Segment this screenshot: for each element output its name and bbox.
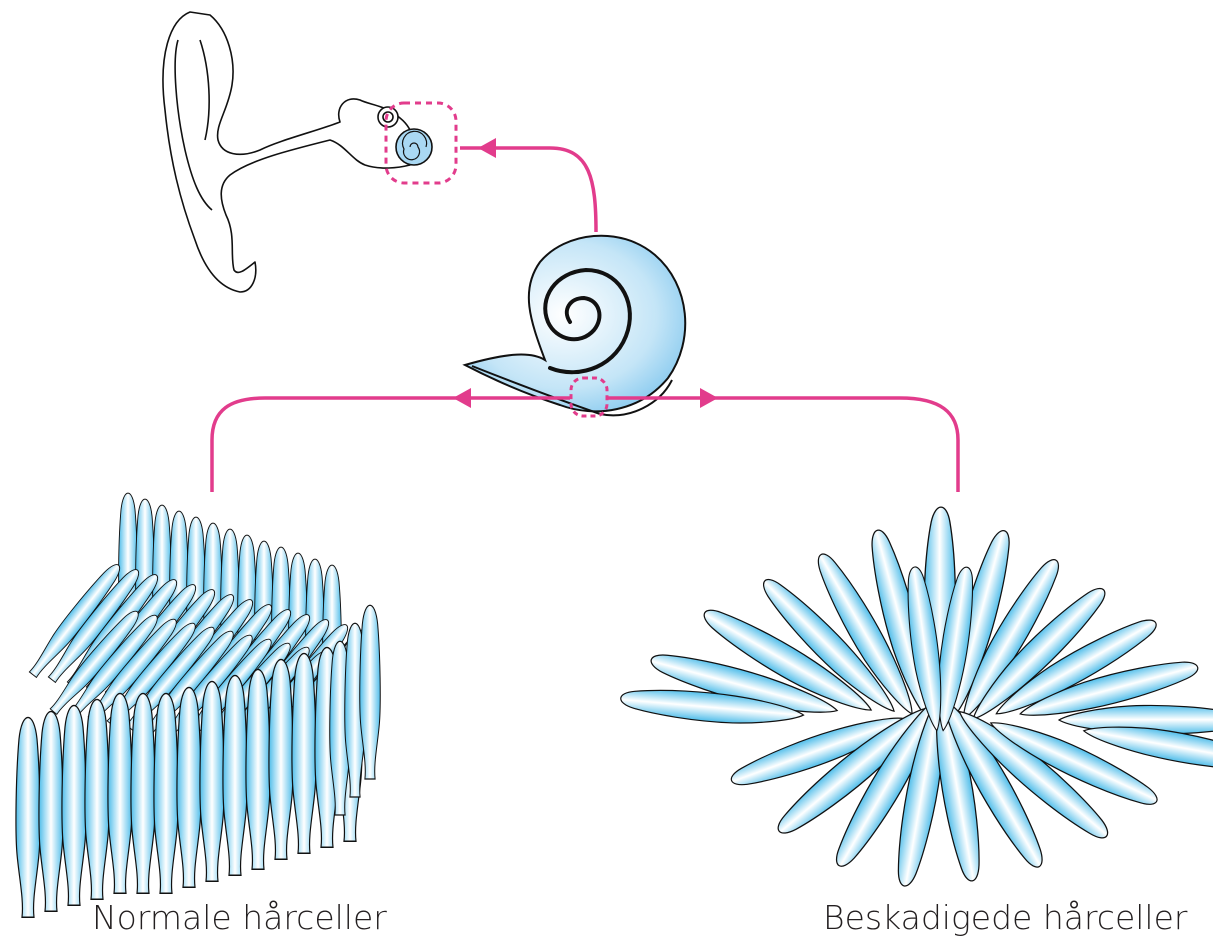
connector-to-ear <box>460 148 596 232</box>
connector-to-cells <box>212 398 958 492</box>
normal-cell-48 <box>200 681 224 881</box>
normal-cell-47 <box>177 687 201 887</box>
normal-cell-40 <box>16 717 40 917</box>
normal-cell-43 <box>85 699 109 899</box>
normal-cell-50 <box>246 669 270 869</box>
cochlea-spiral-icon <box>465 236 685 416</box>
arrow-head-right <box>700 388 718 408</box>
arrow-head-left <box>453 388 471 408</box>
damaged-hair-cells <box>619 507 1213 889</box>
normal-cell-51 <box>269 659 293 859</box>
normal-cell-42 <box>62 705 86 905</box>
normal-cell-45 <box>131 693 155 893</box>
normal-cell-46 <box>154 693 178 893</box>
ear-anatomy-icon <box>163 12 456 292</box>
normal-cell-49 <box>223 675 247 875</box>
normal-cell-52 <box>292 653 316 853</box>
normal-cell-44 <box>108 693 132 893</box>
caption-normal-hair-cells: Normale hårceller <box>92 898 387 937</box>
caption-damaged-hair-cells: Beskadigede hårceller <box>823 898 1187 937</box>
normal-cell-41 <box>39 711 63 911</box>
normal-hair-cells <box>16 493 380 917</box>
arrow-head-to-ear <box>478 138 496 158</box>
